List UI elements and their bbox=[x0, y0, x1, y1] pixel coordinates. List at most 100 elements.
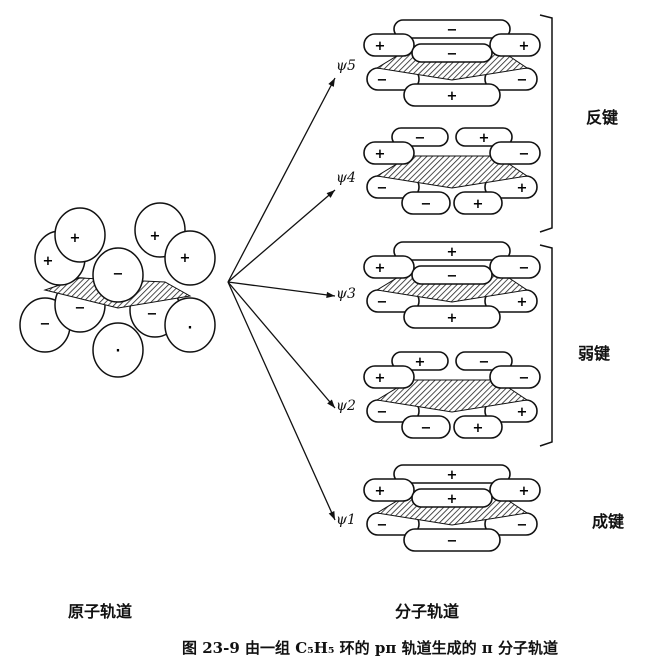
lobe-sign: − bbox=[517, 73, 528, 88]
lobe-sign: − bbox=[377, 405, 388, 420]
lobe-sign: + bbox=[517, 295, 528, 310]
p-orbital-lower-lobe bbox=[92, 322, 144, 378]
lobe-sign: − bbox=[519, 371, 530, 386]
lobe-sign: − bbox=[377, 73, 388, 88]
figure-caption: 图 23-9 由一组 C₅H₅ 环的 pπ 轨道生成的 π 分子轨道 bbox=[182, 639, 559, 657]
orbital-lobe bbox=[489, 33, 541, 57]
orbital-lobe bbox=[393, 19, 511, 39]
lobe-sign: + bbox=[180, 251, 191, 266]
lobe-sign: − bbox=[519, 261, 530, 276]
mo-ψ3: ++−−−++ bbox=[363, 241, 541, 329]
arrowhead bbox=[326, 291, 335, 298]
orbital-lobe bbox=[455, 127, 513, 147]
molecular-orbitals-label: 分子轨道 bbox=[395, 602, 460, 621]
arrowhead bbox=[326, 190, 335, 198]
lobe-sign: + bbox=[479, 131, 490, 146]
orbital-lobe bbox=[411, 488, 493, 508]
lobe-sign: − bbox=[447, 534, 458, 549]
orbital-lobe bbox=[455, 351, 513, 371]
orbital-lobe bbox=[453, 191, 503, 215]
lobe-sign: + bbox=[473, 421, 484, 436]
lobe-sign: − bbox=[447, 269, 458, 284]
lobe-sign: − bbox=[447, 23, 458, 38]
lobe-sign: + bbox=[447, 89, 458, 104]
p-orbital-upper-lobe bbox=[164, 230, 216, 286]
molecular-orbitals: −++−−−+−++−−+−+++−−−+++−+−−+−+++++−−− bbox=[363, 19, 541, 552]
arrow bbox=[227, 281, 336, 409]
lobe-sign: + bbox=[519, 484, 530, 499]
lobe-sign: − bbox=[415, 131, 426, 146]
mo-ψ1: + + + + − − − bbox=[363, 464, 541, 552]
lobe-sign: + bbox=[517, 181, 528, 196]
psi3-label: ψ3 bbox=[336, 286, 356, 302]
orbital-lobe bbox=[411, 43, 493, 63]
lobe-sign: − bbox=[40, 317, 51, 332]
psi5-label: ψ5 bbox=[336, 58, 356, 74]
orbital-lobe bbox=[403, 528, 501, 552]
orbital-lobe bbox=[393, 464, 511, 484]
lobe-sign: + bbox=[517, 405, 528, 420]
orbital-lobe bbox=[489, 141, 541, 165]
lobe-sign: · bbox=[116, 344, 121, 359]
lobe-sign: − bbox=[479, 355, 490, 370]
lobe-sign: − bbox=[377, 295, 388, 310]
arrowhead bbox=[328, 78, 335, 87]
lobe-sign: − bbox=[147, 307, 158, 322]
orbital-lobe bbox=[489, 478, 541, 502]
lobe-sign: + bbox=[375, 39, 386, 54]
lobe-sign: + bbox=[447, 245, 458, 260]
mo-ψ2: +−+−−+−+ bbox=[363, 351, 541, 439]
lobe-sign: − bbox=[421, 197, 432, 212]
lobe-sign: − bbox=[113, 267, 124, 282]
lobe-sign: − bbox=[75, 301, 86, 316]
orbital-lobe bbox=[401, 191, 451, 215]
lobe-sign: + bbox=[447, 311, 458, 326]
orbital-lobe bbox=[363, 478, 415, 502]
lobe-sign: − bbox=[377, 518, 388, 533]
arrowhead bbox=[328, 511, 335, 520]
orbital-lobe bbox=[391, 127, 449, 147]
lobe-sign: − bbox=[519, 147, 530, 162]
arrows bbox=[227, 77, 336, 521]
arrow bbox=[227, 281, 336, 521]
atomic-orbitals-cluster: + + + + − − − − · · bbox=[19, 202, 216, 378]
psi4-label: ψ4 bbox=[336, 170, 356, 186]
lobe-sign: + bbox=[375, 484, 386, 499]
orbital-lobe bbox=[403, 83, 501, 107]
lobe-sign: + bbox=[447, 492, 458, 507]
lobe-sign: − bbox=[447, 47, 458, 62]
lobe-sign: + bbox=[70, 231, 81, 246]
lobe-sign: − bbox=[517, 518, 528, 533]
lobe-sign: + bbox=[150, 229, 161, 244]
lobe-sign: + bbox=[375, 147, 386, 162]
psi2-label: ψ2 bbox=[336, 398, 356, 414]
lobe-sign: · bbox=[188, 321, 193, 336]
arrow bbox=[227, 189, 336, 283]
p-orbital-upper-lobe bbox=[54, 207, 106, 263]
lobe-sign: − bbox=[421, 421, 432, 436]
brackets bbox=[539, 14, 553, 447]
orbital-lobe bbox=[411, 265, 493, 285]
orbital-lobe bbox=[401, 415, 451, 439]
lobe-sign: + bbox=[447, 468, 458, 483]
lobe-sign: + bbox=[519, 39, 530, 54]
lobe-sign: − bbox=[377, 181, 388, 196]
lobe-sign: + bbox=[375, 371, 386, 386]
psi1-label: ψ1 bbox=[336, 512, 356, 528]
weakly-bonding-label: 弱键 bbox=[578, 344, 611, 363]
p-orbital-lower-lobe bbox=[164, 297, 216, 353]
lobe-sign: + bbox=[43, 254, 54, 269]
orbital-lobe bbox=[363, 141, 415, 165]
orbital-lobe bbox=[403, 305, 501, 329]
orbital-lobe bbox=[363, 255, 415, 279]
mo-ψ5: − + + − − − + bbox=[363, 19, 541, 107]
bonding-label: 成键 bbox=[592, 512, 625, 531]
atomic-orbitals-label: 原子轨道 bbox=[68, 602, 133, 621]
arrow bbox=[227, 281, 336, 297]
orbital-lobe bbox=[489, 255, 541, 279]
orbital-lobe bbox=[393, 241, 511, 261]
arrowhead bbox=[327, 399, 335, 408]
orbital-lobe bbox=[489, 365, 541, 389]
lobe-sign: + bbox=[473, 197, 484, 212]
